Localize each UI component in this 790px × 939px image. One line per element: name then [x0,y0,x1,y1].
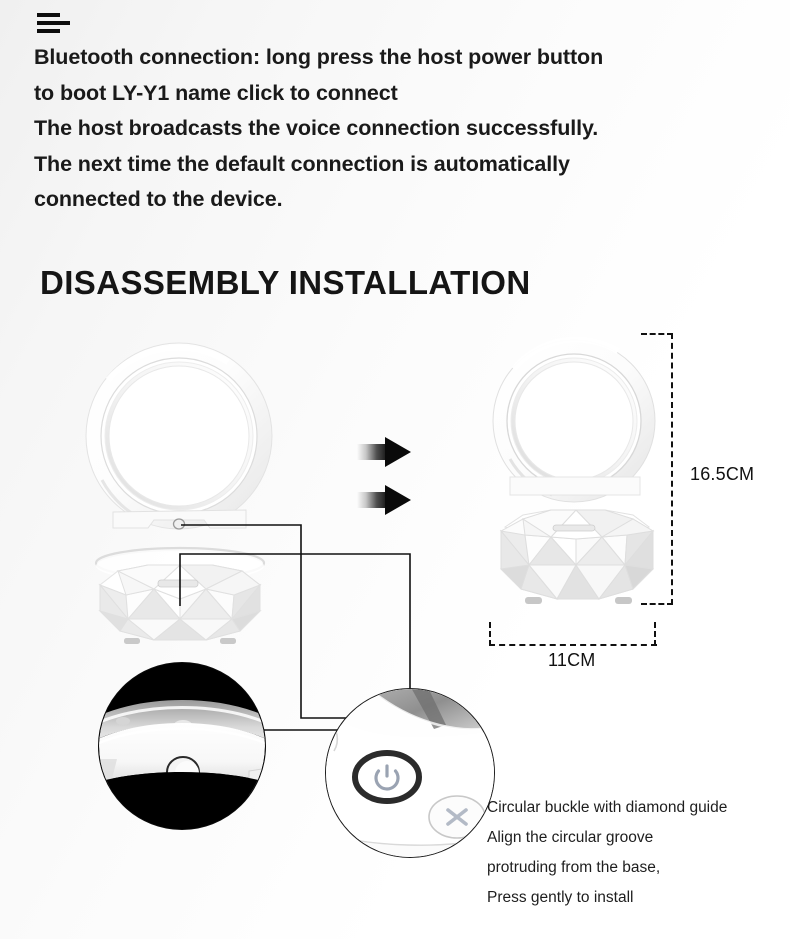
caption-line: Align the circular groove [487,829,654,846]
diamond-base-left-illustration [88,545,273,650]
ring-lamp-left-illustration [78,340,283,530]
arrow-head [385,485,411,515]
intro-line: The next time the default connection is … [34,151,570,176]
arrow-right-icon [357,437,415,467]
arrow-right-icon [357,485,415,515]
dimension-stem-vertical [671,333,673,605]
height-dimension-line [641,333,685,605]
detail-view-control-buttons [325,688,495,858]
arrow-tail [357,492,389,508]
arrow-head [385,437,411,467]
list-line-1 [37,13,60,17]
width-dimension-label: 11CM [548,650,596,670]
width-dimension-line [489,622,657,650]
arrow-tail [357,444,389,460]
installation-caption: Circular buckle with diamond guide Align… [487,793,787,913]
intro-line: to boot LY-Y1 name click to connect [34,80,398,105]
list-lines-icon[interactable] [37,13,73,37]
section-heading: DISASSEMBLY INSTALLATION [40,264,531,301]
power-button-glyph [352,750,422,804]
dimension-stem-horizontal [489,644,657,646]
detail-view-groove [98,662,266,830]
list-line-3 [37,29,60,33]
dimension-cap-bottom [641,603,673,605]
cross-button-glyph [428,795,486,839]
list-line-2 [37,21,70,25]
height-dimension-label: 16.5CM [690,464,755,484]
dimension-cap-right [654,622,656,646]
diamond-base-right-illustration [487,505,665,610]
intro-line: connected to the device. [34,187,283,211]
dimension-cap-top [641,333,673,335]
dimension-cap-left [489,622,491,646]
intro-line: The host broadcasts the voice connection… [34,116,599,140]
intro-line: Bluetooth connection: long press the hos… [34,45,604,69]
bluetooth-instructions: Bluetooth connection: long press the hos… [34,40,760,218]
caption-line: Press gently to install [487,889,634,906]
ring-lamp-right-illustration [490,336,658,503]
caption-line: protruding from the base, [487,859,661,876]
caption-line: Circular buckle with diamond guide [487,799,728,816]
assembly-arrows [357,437,417,517]
